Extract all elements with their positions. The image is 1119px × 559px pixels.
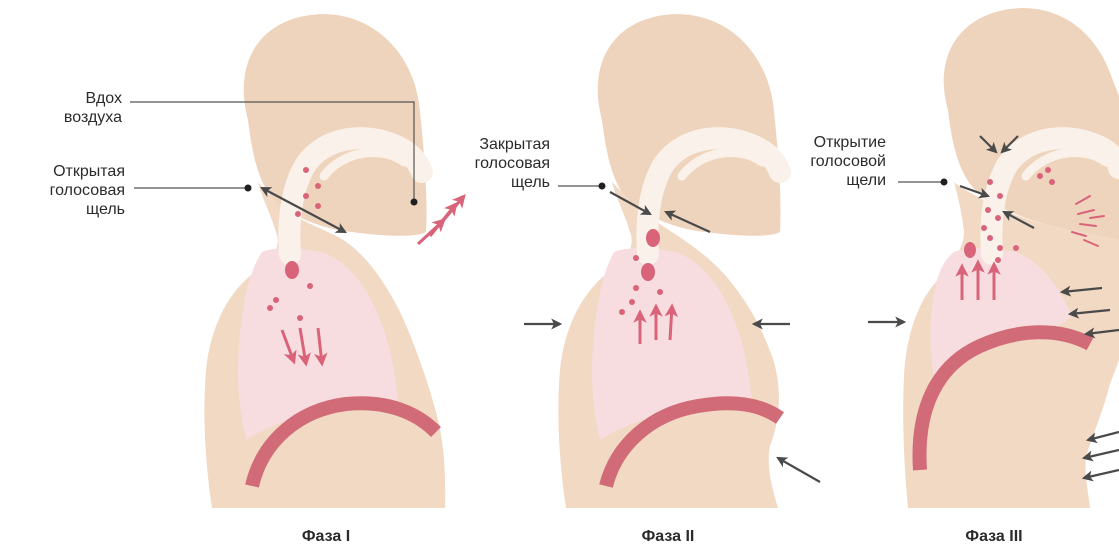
particle [273, 297, 279, 303]
particle [1045, 167, 1051, 173]
particle [315, 203, 321, 209]
phase-2-figure [558, 14, 780, 508]
pressure-arrow [1084, 450, 1119, 458]
particle [646, 229, 660, 247]
label-glottis-opening-line-2: голосовой [808, 152, 886, 171]
label-inhale-line-1: Вдох [62, 89, 122, 108]
label-inhale: Вдох воздуха [62, 89, 122, 127]
label-inhale-line-2: воздуха [62, 108, 122, 127]
particle [619, 309, 625, 315]
phase-3-figure [903, 8, 1119, 508]
particle [1013, 245, 1019, 251]
label-closed-glottis-line-3: щель [470, 173, 550, 192]
particle [307, 283, 313, 289]
particle [1049, 179, 1055, 185]
leader-dot-inhale [411, 199, 418, 206]
phase-2-title: Фаза II [588, 528, 748, 546]
label-open-glottis: Открытая голосовая щель [40, 162, 125, 219]
phase-3-title: Фаза III [914, 528, 1074, 546]
pressure-arrow [778, 458, 820, 482]
particle [641, 263, 655, 281]
particle [633, 255, 639, 261]
particle [985, 207, 991, 213]
label-closed-glottis: Закрытая голосовая щель [470, 135, 550, 192]
particle [267, 305, 273, 311]
leader-dot-open-glottis [245, 185, 252, 192]
label-open-glottis-line-2: голосовая [40, 181, 125, 200]
label-glottis-opening-line-1: Открытие [808, 133, 886, 152]
particle [1037, 173, 1043, 179]
pressure-arrow [1084, 470, 1119, 478]
particle [629, 299, 635, 305]
particle [995, 215, 1001, 221]
phase-1-figure [204, 14, 445, 508]
airflow-arrow [442, 196, 464, 222]
particle [295, 211, 301, 217]
phase-1-title: Фаза I [246, 528, 406, 546]
particle [997, 193, 1003, 199]
label-glottis-opening-line-3: щели [808, 171, 886, 190]
label-closed-glottis-line-1: Закрытая [470, 135, 550, 154]
leader-dot-glottis-opening [941, 179, 948, 186]
label-glottis-opening: Открытие голосовой щели [808, 133, 886, 190]
particle [633, 285, 639, 291]
particle [303, 167, 309, 173]
particle [995, 257, 1001, 263]
particle [997, 245, 1003, 251]
particle [964, 242, 976, 258]
label-closed-glottis-line-2: голосовая [470, 154, 550, 173]
particle [981, 225, 987, 231]
label-open-glottis-line-3: щель [40, 200, 125, 219]
particle [297, 315, 303, 321]
particle [303, 193, 309, 199]
leader-dot-closed-glottis [599, 183, 606, 190]
particle [315, 183, 321, 189]
particle [987, 179, 993, 185]
particle [987, 235, 993, 241]
airflow-arrow [670, 306, 672, 340]
particle [657, 289, 663, 295]
label-open-glottis-line-1: Открытая [40, 162, 125, 181]
particle [285, 261, 299, 279]
